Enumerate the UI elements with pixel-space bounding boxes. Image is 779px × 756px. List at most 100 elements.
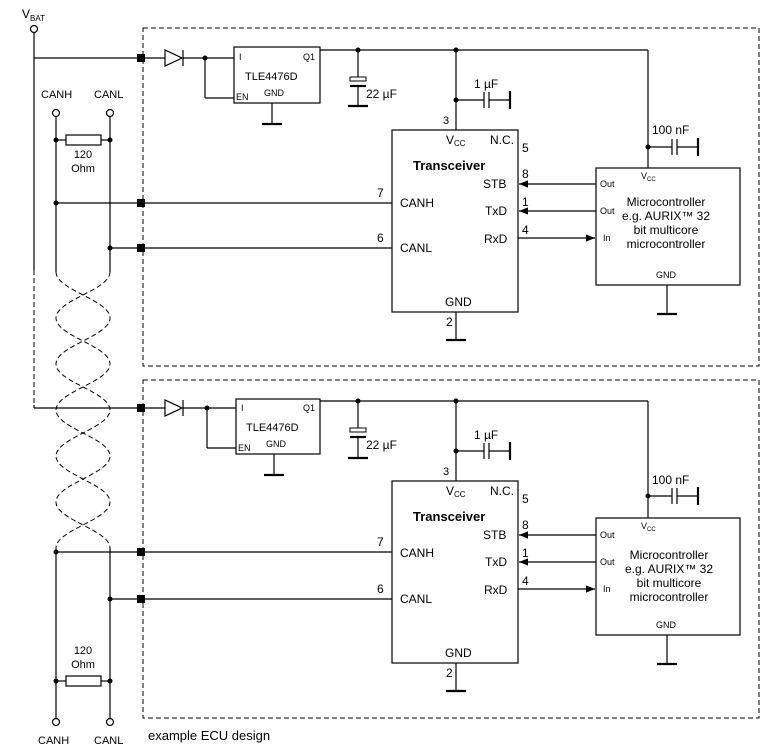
termination-value-bottom: 120 <box>74 645 92 657</box>
diode-symbol <box>164 49 184 67</box>
svg-text:N.C.: N.C. <box>490 133 514 147</box>
microcontroller <box>595 517 741 636</box>
svg-text:Out: Out <box>600 206 615 216</box>
svg-text:Out: Out <box>600 179 615 189</box>
svg-text:N.C.: N.C. <box>490 484 514 498</box>
termination-resistor-bottom <box>65 675 102 687</box>
svg-text:VCC: VCC <box>641 171 656 183</box>
canl-top-terminal[interactable] <box>105 108 115 118</box>
svg-text:TxD: TxD <box>485 555 507 569</box>
microcontroller <box>595 167 741 286</box>
svg-text:2: 2 <box>446 666 453 680</box>
connector-vbat <box>137 54 145 62</box>
connector-canl <box>137 244 145 252</box>
svg-text:GND: GND <box>445 646 472 660</box>
diode-symbol <box>164 399 184 417</box>
svg-text:3: 3 <box>443 466 449 478</box>
diagram-caption: example ECU design <box>148 728 270 743</box>
svg-text:8: 8 <box>522 518 529 532</box>
canl-bottom-label: CANL <box>94 735 123 747</box>
bulk-cap-label: 22 µF <box>366 87 397 101</box>
svg-text:VCC: VCC <box>446 484 466 499</box>
svg-text:VCC: VCC <box>641 521 656 533</box>
ecu-node-1: I Q1 TLE4476D EN GND 22 µF 1 µF 3 <box>137 27 760 367</box>
voltage-regulator <box>235 398 321 455</box>
svg-text:microcontroller: microcontroller <box>627 237 706 251</box>
svg-text:bit multicore: bit multicore <box>637 576 702 590</box>
svg-text:4: 4 <box>522 574 529 588</box>
svg-text:6: 6 <box>377 582 384 596</box>
canl-bottom-terminal[interactable] <box>105 717 115 727</box>
svg-text:GND: GND <box>656 270 677 280</box>
svg-text:EN: EN <box>238 443 251 453</box>
termination-value-top: 120 <box>74 149 92 161</box>
svg-text:7: 7 <box>377 535 384 549</box>
svg-text:8: 8 <box>522 167 529 181</box>
svg-text:3: 3 <box>443 115 449 127</box>
connector-canh <box>137 199 145 207</box>
svg-text:bit multicore: bit multicore <box>634 223 699 237</box>
termination-unit-top: Ohm <box>71 163 95 175</box>
transceiver-title: Transceiver <box>413 509 485 524</box>
svg-text:5: 5 <box>522 492 529 506</box>
bulk-cap-label: 22 µF <box>366 438 397 452</box>
svg-text:VCC: VCC <box>446 133 466 148</box>
vbat-label: VBAT <box>22 7 45 23</box>
svg-text:1: 1 <box>522 195 529 209</box>
canh-bottom-label: CANH <box>38 735 69 747</box>
can-transceiver <box>391 129 519 313</box>
transceiver-cap-label: 1 µF <box>474 77 498 91</box>
svg-text:EN: EN <box>236 92 249 102</box>
can-transceiver <box>391 480 519 664</box>
canh-bottom-terminal[interactable] <box>51 717 61 727</box>
svg-text:CANH: CANH <box>400 196 434 210</box>
svg-text:5: 5 <box>522 141 529 155</box>
bulk-capacitor <box>349 427 367 433</box>
svg-text:GND: GND <box>445 295 472 309</box>
svg-text:GND: GND <box>264 88 285 98</box>
svg-text:In: In <box>603 233 611 243</box>
svg-text:4: 4 <box>522 223 529 237</box>
svg-text:STB: STB <box>483 177 506 191</box>
svg-text:CANL: CANL <box>400 241 432 255</box>
svg-text:7: 7 <box>377 186 384 200</box>
mcu-cap-label: 100 nF <box>652 123 689 137</box>
svg-text:6: 6 <box>377 231 384 245</box>
svg-text:Microcontroller: Microcontroller <box>627 195 706 209</box>
termination-unit-bottom: Ohm <box>71 659 95 671</box>
svg-text:Q1: Q1 <box>303 403 315 413</box>
svg-text:1: 1 <box>522 546 529 560</box>
mcu-cap-label: 100 nF <box>652 473 689 487</box>
canh-top-terminal[interactable] <box>51 108 61 118</box>
ecu-boundary-1 <box>142 27 760 367</box>
svg-text:Out: Out <box>600 530 615 540</box>
connector-vbat <box>137 404 145 412</box>
svg-text:STB: STB <box>483 528 506 542</box>
svg-text:e.g. AURIX™ 32: e.g. AURIX™ 32 <box>625 562 713 576</box>
svg-text:CANH: CANH <box>400 546 434 560</box>
bus-wiring: VBAT CANH CANL 120 Ohm <box>22 7 140 747</box>
connector-canh <box>137 548 145 556</box>
svg-text:I: I <box>241 403 244 413</box>
svg-text:e.g. AURIX™ 32: e.g. AURIX™ 32 <box>622 209 710 223</box>
regulator-name: TLE4476D <box>245 71 298 83</box>
svg-text:2: 2 <box>446 315 453 329</box>
svg-text:CANL: CANL <box>400 592 432 606</box>
voltage-regulator <box>233 46 321 104</box>
canh-top-label: CANH <box>41 89 72 101</box>
svg-text:microcontroller: microcontroller <box>630 590 709 604</box>
bulk-capacitor <box>349 76 367 82</box>
svg-text:GND: GND <box>266 439 287 449</box>
transceiver-title: Transceiver <box>413 158 485 173</box>
termination-resistor-top <box>65 134 102 146</box>
ecu-node-2: I Q1 TLE4476D EN GND 22 µF 1 µF 3 100 nF <box>137 379 760 719</box>
svg-text:I: I <box>239 52 242 62</box>
transceiver-cap-label: 1 µF <box>474 428 498 442</box>
svg-text:Out: Out <box>600 557 615 567</box>
svg-text:Microcontroller: Microcontroller <box>630 548 709 562</box>
svg-text:RxD: RxD <box>484 583 508 597</box>
svg-text:TxD: TxD <box>485 204 507 218</box>
canl-top-label: CANL <box>94 89 123 101</box>
vbat-terminal[interactable] <box>29 24 39 34</box>
